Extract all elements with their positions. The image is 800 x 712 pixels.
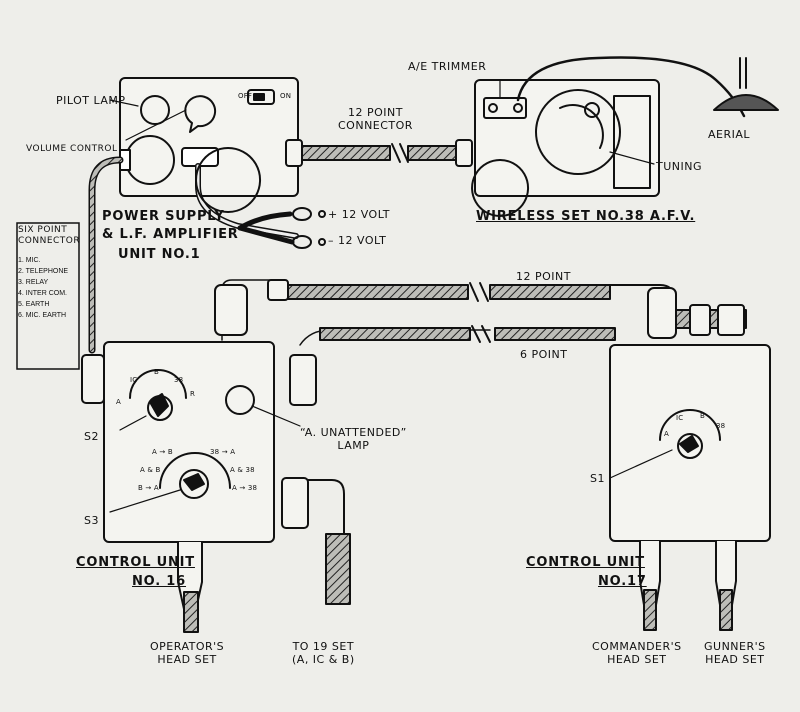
s1-pos-38: 38: [716, 422, 726, 430]
s3-pos-a-b: A → B: [152, 448, 173, 456]
twelve-point-label: 12 POINT: [516, 270, 571, 283]
off-label: OFF: [238, 92, 253, 100]
aerial-label: AERIAL: [708, 128, 751, 141]
control-unit-17-title-2: No.17: [598, 574, 647, 589]
ae-trimmer-label: A/E TRIMMER: [408, 60, 487, 73]
six-point-item: 2. TELEPHONE: [18, 268, 69, 275]
s2-pos-38: 38: [174, 376, 184, 384]
control-unit-16-title-2: No. 16: [132, 574, 187, 589]
s1-pos-b: B: [700, 412, 706, 420]
s2-pos-r: R: [190, 390, 196, 398]
aerial-lead: [516, 56, 779, 118]
s2-pos-ic: IC: [130, 376, 138, 384]
s3-pos-38-a: 38 → A: [210, 448, 236, 456]
s2-pos-a: A: [116, 398, 121, 406]
commanders-head-set-label: COMMANDER'S HEAD SET: [592, 640, 682, 666]
minus-12-volt-label: – 12 VOLT: [328, 234, 387, 247]
s1-label: S1: [590, 472, 605, 485]
on-label: ON: [280, 92, 292, 100]
volume-control-label: VOLUME CONTROL: [26, 144, 118, 154]
s3-pos-a-and-b: A & B: [140, 466, 161, 474]
wireless-set: [471, 79, 660, 217]
s3-pos-a-38: A → 38: [232, 484, 258, 492]
power-supply-unit: [119, 77, 299, 239]
six-point-connector-box: SIX POINT CONNECTOR 1. MIC. 2. TELEPHONE…: [18, 225, 81, 370]
six-point-item: 5. EARTH: [18, 301, 50, 308]
tuning-label: TUNING: [656, 160, 702, 173]
six-point-connector-title: SIX POINT CONNECTOR: [18, 225, 81, 246]
six-point-label: 6 POINT: [520, 348, 568, 361]
s2-pos-b: B: [154, 368, 160, 376]
control-unit-16-title-1: CONTROL UNIT: [76, 555, 195, 570]
twelve-point-connector-label: 12 POINT CONNECTOR: [338, 106, 413, 132]
to-19-set-label: TO 19 SET (A, IC & B): [292, 640, 355, 666]
s1-pos-a: A: [664, 430, 669, 438]
six-point-item: 4. INTER COM.: [18, 290, 68, 297]
six-point-item: 1. MIC.: [18, 257, 41, 264]
control-unit-17: [609, 344, 771, 631]
intercom-cables: [214, 279, 747, 346]
operators-head-set-label: OPERATOR'S HEAD SET: [150, 640, 225, 666]
six-point-cable-psu: [88, 156, 124, 354]
control-unit-16: [81, 341, 351, 633]
s1-pos-ic: IC: [676, 414, 684, 422]
plus-12-volt-label: + 12 VOLT: [328, 208, 391, 221]
wireless-set-title: WIRELESS SET No.38 A.F.V.: [476, 209, 696, 224]
six-point-box-outline: [16, 222, 80, 370]
twelve-volt-leads: [237, 207, 326, 249]
six-point-item: 3. RELAY: [18, 279, 49, 286]
s3-pos-a-and-38: A & 38: [230, 466, 255, 474]
gunners-head-set-label: GUNNER'S HEAD SET: [704, 640, 766, 666]
s2-label: S2: [84, 430, 99, 443]
leader-lines: [109, 79, 673, 513]
power-supply-title-3: UNIT No.1: [118, 247, 201, 262]
s3-pos-b-a: B → A: [138, 484, 159, 492]
power-supply-title-2: & L.F. AMPLIFIER: [102, 227, 239, 242]
unattended-lamp-label: “A. UNATTENDED” LAMP: [300, 426, 407, 452]
control-unit-17-title-1: CONTROL UNIT: [526, 555, 645, 570]
twelve-point-connector-cable: [285, 139, 473, 167]
pilot-lamp-label: PILOT LAMP: [56, 94, 126, 107]
six-point-item: 6. MIC. EARTH: [18, 312, 67, 319]
s3-label: S3: [84, 514, 99, 527]
power-supply-title-1: POWER SUPPLY: [102, 209, 225, 224]
